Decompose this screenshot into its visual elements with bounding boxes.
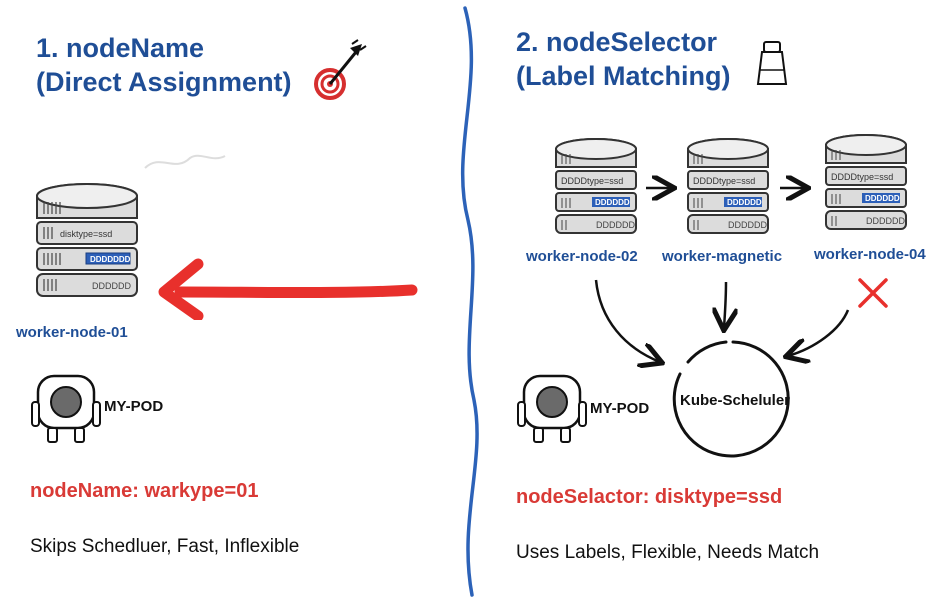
scheduler-label: Kube-Scheluler (680, 392, 791, 409)
server-label-worker-node-04: worker-node-04 (814, 246, 926, 263)
server-badge: DDDDDDD (90, 255, 131, 264)
server-label-worker-node-01: worker-node-01 (16, 324, 128, 341)
server-stack-worker-node-02: DDDDtype=ssd DDDDDD DDDDDD (555, 138, 637, 234)
left-title-line2: (Direct Assignment) (36, 66, 292, 97)
arrow-node02-to-scheduler (594, 279, 660, 362)
label-bottle-icon (756, 41, 788, 85)
left-title-line1: 1. nodeName (36, 33, 205, 63)
right-pod-label: MY-POD (590, 400, 650, 417)
server-tag: DDDDDD (92, 281, 131, 291)
server-badge: DDDDDD (727, 198, 762, 207)
scheduler-circle (672, 340, 790, 458)
pod-robot-icon (31, 374, 101, 443)
flow-arrows (594, 160, 850, 400)
server-disk-label: DDDDtype=ssd (831, 172, 893, 182)
server-stack-worker-node-04: DDDDtype=ssd DDDDDD DDDDDD (825, 134, 907, 230)
server-tag: DDDDDD (866, 216, 905, 226)
server-disk-label: disktype=ssd (60, 229, 112, 239)
sketch-scribble (144, 154, 226, 169)
server-disk-label: DDDDtype=ssd (693, 176, 755, 186)
server-badge: DDDDDD (595, 198, 630, 207)
server-label-worker-node-02: worker-node-02 (526, 248, 638, 265)
pod-robot-icon (517, 374, 587, 443)
left-rule: nodeName: warkype=01 (30, 480, 259, 502)
left-summary: Skips Schedluer, Fast, Inflexible (30, 536, 300, 557)
arrow-magnetic-to-scheduler (724, 281, 726, 328)
server-label-worker-magnetic: worker-magnetic (662, 248, 783, 265)
server-tag: DDDDDD (728, 220, 767, 230)
server-tag: DDDDDD (596, 220, 635, 230)
bullseye-dart-icon (314, 39, 367, 100)
arrow-node04-to-scheduler (788, 309, 850, 356)
right-title-line2: (Label Matching) (516, 60, 731, 91)
right-title: 2. nodeSelector (Label Matching) (516, 26, 731, 94)
left-pod-label: MY-POD (104, 398, 164, 415)
direct-assignment-arrow (158, 258, 418, 320)
right-title-line1: 2. nodeSelector (516, 27, 718, 57)
server-disk-label: DDDDtype=ssd (561, 176, 623, 186)
server-stack-worker-magnetic: DDDDtype=ssd DDDDDD DDDDDD (687, 138, 769, 234)
reject-x-icon (858, 278, 888, 308)
left-title: 1. nodeName (Direct Assignment) (36, 32, 292, 100)
server-badge: DDDDDD (865, 194, 900, 203)
right-rule: nodeSelactor: disktype=ssd (516, 486, 783, 508)
server-stack-worker-node-01: disktype=ssd DDDDDDD DDDDDD (36, 183, 138, 297)
section-divider (461, 6, 479, 597)
right-summary: Uses Labels, Flexible, Needs Match (516, 542, 820, 563)
